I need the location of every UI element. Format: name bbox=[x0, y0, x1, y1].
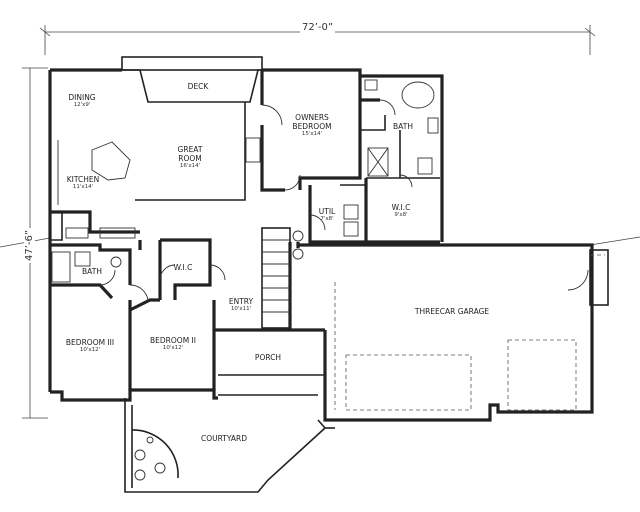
room-name: OWNERS BEDROOM bbox=[292, 113, 332, 131]
exterior-walls bbox=[48, 68, 594, 422]
room-name: DINING bbox=[68, 93, 96, 102]
room-size: 9'x8' bbox=[394, 212, 408, 218]
overall-width-label: 72’-0” bbox=[300, 22, 336, 33]
room-label-kitchen: KITCHEN 11'x14' bbox=[67, 175, 100, 191]
room-label-garage: THREECAR GARAGE bbox=[415, 307, 489, 316]
room-size: 10'x12' bbox=[162, 345, 184, 351]
room-name: PORCH bbox=[254, 353, 282, 362]
room-name: W.I.C bbox=[391, 203, 411, 212]
courtyard-walls bbox=[124, 398, 335, 493]
room-name: GREAT ROOM bbox=[177, 145, 203, 163]
room-label-hall-bath: BATH bbox=[82, 267, 102, 276]
room-name: W.I.C bbox=[173, 263, 193, 272]
room-size: 7'x8' bbox=[320, 216, 334, 222]
room-label-great-room: GREAT ROOM 16'x14' bbox=[170, 145, 210, 170]
room-label-owners-bath: BATH bbox=[393, 122, 413, 131]
room-size: 15'x14' bbox=[301, 131, 323, 137]
room-name: BEDROOM III bbox=[65, 338, 115, 347]
room-name: KITCHEN bbox=[66, 175, 100, 184]
room-size: 10'x11' bbox=[230, 306, 252, 312]
room-name: BATH bbox=[393, 122, 413, 131]
room-name: BATH bbox=[82, 267, 102, 276]
room-size: 10'x12' bbox=[79, 347, 101, 353]
room-name: ENTRY bbox=[228, 297, 254, 306]
room-size: 11'x14' bbox=[72, 184, 94, 190]
room-label-owners-bedroom: OWNERS BEDROOM 15'x14' bbox=[287, 113, 337, 138]
deck bbox=[121, 56, 263, 103]
room-name: DECK bbox=[187, 82, 209, 91]
room-label-porch: PORCH bbox=[255, 353, 281, 362]
room-size: 12'x9' bbox=[73, 102, 91, 108]
room-name: BEDROOM II bbox=[150, 336, 196, 345]
interior-walls bbox=[50, 70, 440, 396]
room-size: 16'x14' bbox=[179, 163, 201, 169]
room-label-bedroom-2: BEDROOM II 10'x12' bbox=[150, 336, 196, 352]
room-name: COURTYARD bbox=[201, 434, 247, 443]
overall-depth-label: 47’-6” bbox=[24, 227, 36, 264]
room-label-bedroom-3: BEDROOM III 10'x12' bbox=[66, 338, 114, 354]
door-swings bbox=[99, 99, 589, 301]
room-label-owners-wic: W.I.C 9'x8' bbox=[392, 203, 411, 219]
room-name: UTIL bbox=[318, 207, 336, 216]
room-label-deck: DECK bbox=[188, 82, 209, 91]
fixtures bbox=[51, 79, 439, 481]
room-name: THREECAR GARAGE bbox=[414, 307, 490, 316]
room-label-util: UTIL 7'x8' bbox=[319, 207, 335, 223]
garage-outlines bbox=[334, 249, 609, 411]
room-label-courtyard: COURTYARD bbox=[201, 434, 247, 443]
room-label-wic: W.I.C bbox=[174, 263, 193, 272]
room-label-dining: DINING 12'x9' bbox=[68, 93, 95, 109]
room-label-entry: ENTRY 10'x11' bbox=[229, 297, 253, 313]
